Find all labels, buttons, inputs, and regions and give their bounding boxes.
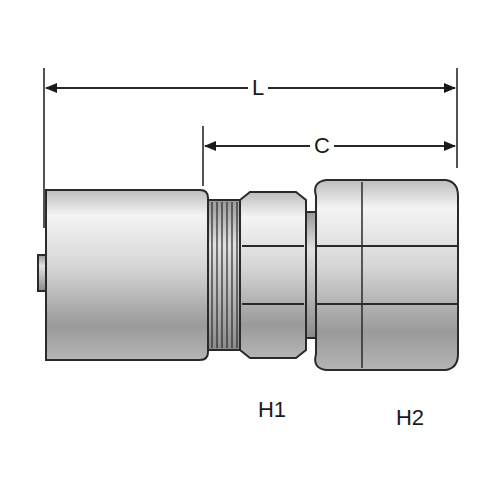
knurl-stroke bbox=[226, 202, 227, 348]
knurl-stroke bbox=[211, 202, 212, 348]
knurl-stroke bbox=[221, 202, 222, 348]
dimension-label: L bbox=[248, 77, 268, 99]
dimension-label: C bbox=[310, 135, 334, 157]
knurl-stroke bbox=[236, 202, 237, 348]
knurl-stroke bbox=[231, 202, 232, 348]
hex-size-label: H2 bbox=[396, 407, 424, 429]
fitting-body bbox=[38, 180, 458, 370]
knurl-stroke bbox=[216, 202, 217, 348]
hex-size-label: H1 bbox=[258, 399, 286, 421]
